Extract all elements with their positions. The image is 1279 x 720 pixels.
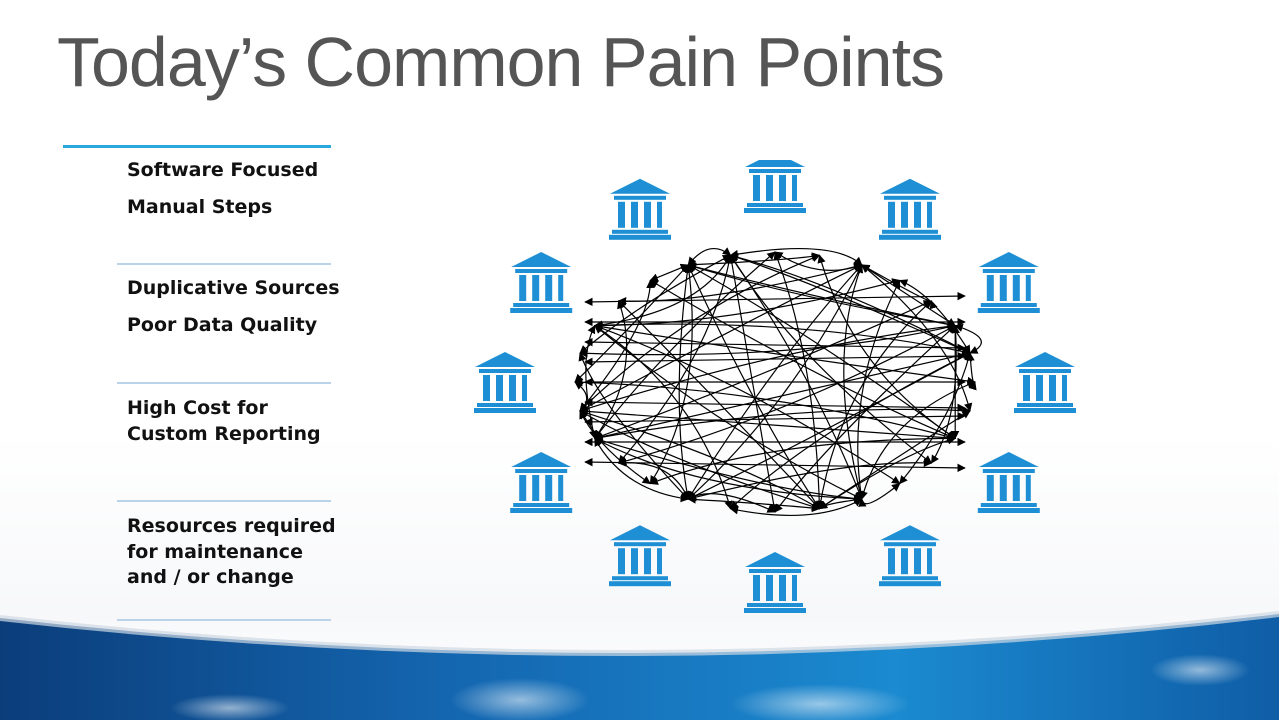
bank-building-icon (977, 252, 1040, 313)
pain-point-manual-steps: Manual Steps (127, 196, 273, 218)
bank-building-icon (1014, 352, 1076, 413)
pain-point-software-focused: Software Focused (127, 159, 319, 181)
connection-arrow (687, 352, 971, 500)
footer-wave (0, 611, 1279, 720)
connection-arrow (858, 483, 901, 507)
bank-building-icon (879, 178, 941, 240)
pain-point-high-cost-line1: High Cost for (127, 397, 268, 419)
bank-building-icon (609, 525, 671, 587)
divider-3 (117, 382, 331, 384)
connection-arrow (861, 264, 973, 412)
bank-building-icon (474, 352, 536, 413)
pain-point-resources-line1: Resources required (127, 515, 336, 537)
bank-nodes (474, 160, 1076, 613)
pain-point-high-cost-line2: Custom Reporting (127, 423, 321, 445)
connection-arrow (584, 397, 966, 413)
connection-arrow (593, 436, 863, 503)
connection-arrow (954, 323, 982, 354)
connection-arrow (584, 411, 966, 427)
pain-point-resources-line2: for maintenance (127, 541, 303, 563)
pain-point-resources-line3: and / or change (127, 566, 294, 588)
connection-arrow (584, 457, 966, 473)
connection-arrow (687, 495, 821, 513)
connection-arrow (584, 351, 966, 367)
divider-2 (117, 263, 331, 265)
connection-arrow (687, 247, 732, 266)
bank-building-icon (977, 452, 1040, 513)
connection-arrow (579, 264, 863, 412)
divider-4 (117, 500, 331, 502)
connection-arrows (574, 247, 982, 516)
connection-arrow (649, 263, 689, 282)
bank-building-icon (744, 160, 806, 213)
pain-point-poor-data-quality: Poor Data Quality (127, 314, 318, 336)
pain-point-duplicative-sources: Duplicative Sources (127, 277, 340, 299)
connection-arrow (649, 279, 956, 440)
connection-arrow (579, 279, 655, 412)
bank-building-icon (879, 525, 941, 587)
connection-arrow (584, 291, 966, 307)
bank-building-icon (510, 252, 573, 313)
slide-title: Today’s Common Pain Points (57, 23, 945, 101)
divider-top (63, 145, 331, 148)
bank-building-icon (510, 452, 573, 513)
connection-arrow (584, 337, 966, 353)
divider-bottom (117, 619, 331, 621)
bank-building-icon (609, 178, 671, 240)
point-to-point-diagram (474, 160, 1076, 613)
connection-arrow (966, 352, 977, 391)
connection-arrow (594, 437, 863, 503)
